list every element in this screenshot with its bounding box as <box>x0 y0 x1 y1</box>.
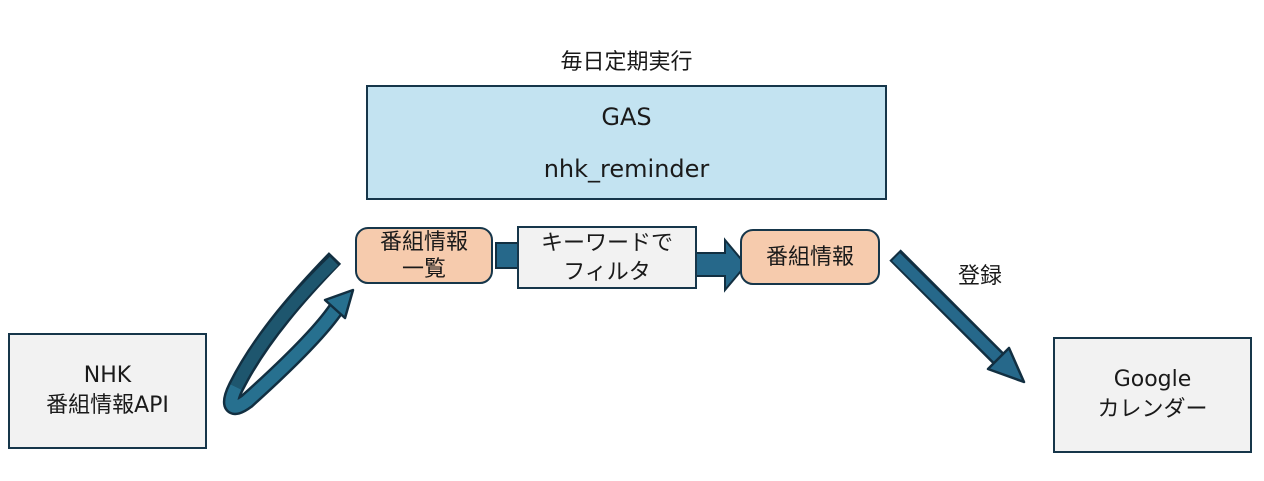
nhk-api-line2: 番組情報API <box>46 393 169 418</box>
gas-box-line1: GAS <box>601 102 652 131</box>
google-calendar-line2: カレンダー <box>1097 397 1208 422</box>
node-program-info: 番組情報 <box>740 229 880 285</box>
nhk-api-box: NHK 番組情報API <box>8 333 207 449</box>
filter-step-line1: キーワードで <box>540 230 673 256</box>
google-calendar-line1: Google <box>1113 367 1192 392</box>
schedule-title-label: 毎日定期実行 <box>366 44 887 76</box>
curved-arrow-downstroke <box>230 256 339 390</box>
register-edge-text: 登録 <box>957 264 1002 289</box>
curved-arrow-head <box>323 288 355 320</box>
schedule-title-text: 毎日定期実行 <box>560 50 693 75</box>
node-program-info-label: 番組情報 <box>765 244 854 270</box>
gas-box-line2: nhk_reminder <box>543 154 710 183</box>
node-program-list-line1: 番組情報 <box>379 229 468 255</box>
curved-arrow-upstroke <box>225 305 341 413</box>
filter-step-line2: フィルタ <box>563 259 651 285</box>
connector-program-list-to-filter <box>495 242 521 269</box>
filter-step-box: キーワードで フィルタ <box>517 226 697 289</box>
node-program-list-line2: 一覧 <box>401 256 446 282</box>
register-edge-label: 登録 <box>942 258 1018 290</box>
nhk-api-line1: NHK <box>83 363 132 388</box>
google-calendar-box: Google カレンダー <box>1053 337 1252 453</box>
register-arrow-head <box>986 346 1026 384</box>
gas-box: GAS nhk_reminder <box>366 85 887 200</box>
register-arrow-shaft <box>892 253 1002 362</box>
block-arrow-filter-to-program-info <box>694 237 748 293</box>
node-program-list: 番組情報 一覧 <box>355 227 493 284</box>
